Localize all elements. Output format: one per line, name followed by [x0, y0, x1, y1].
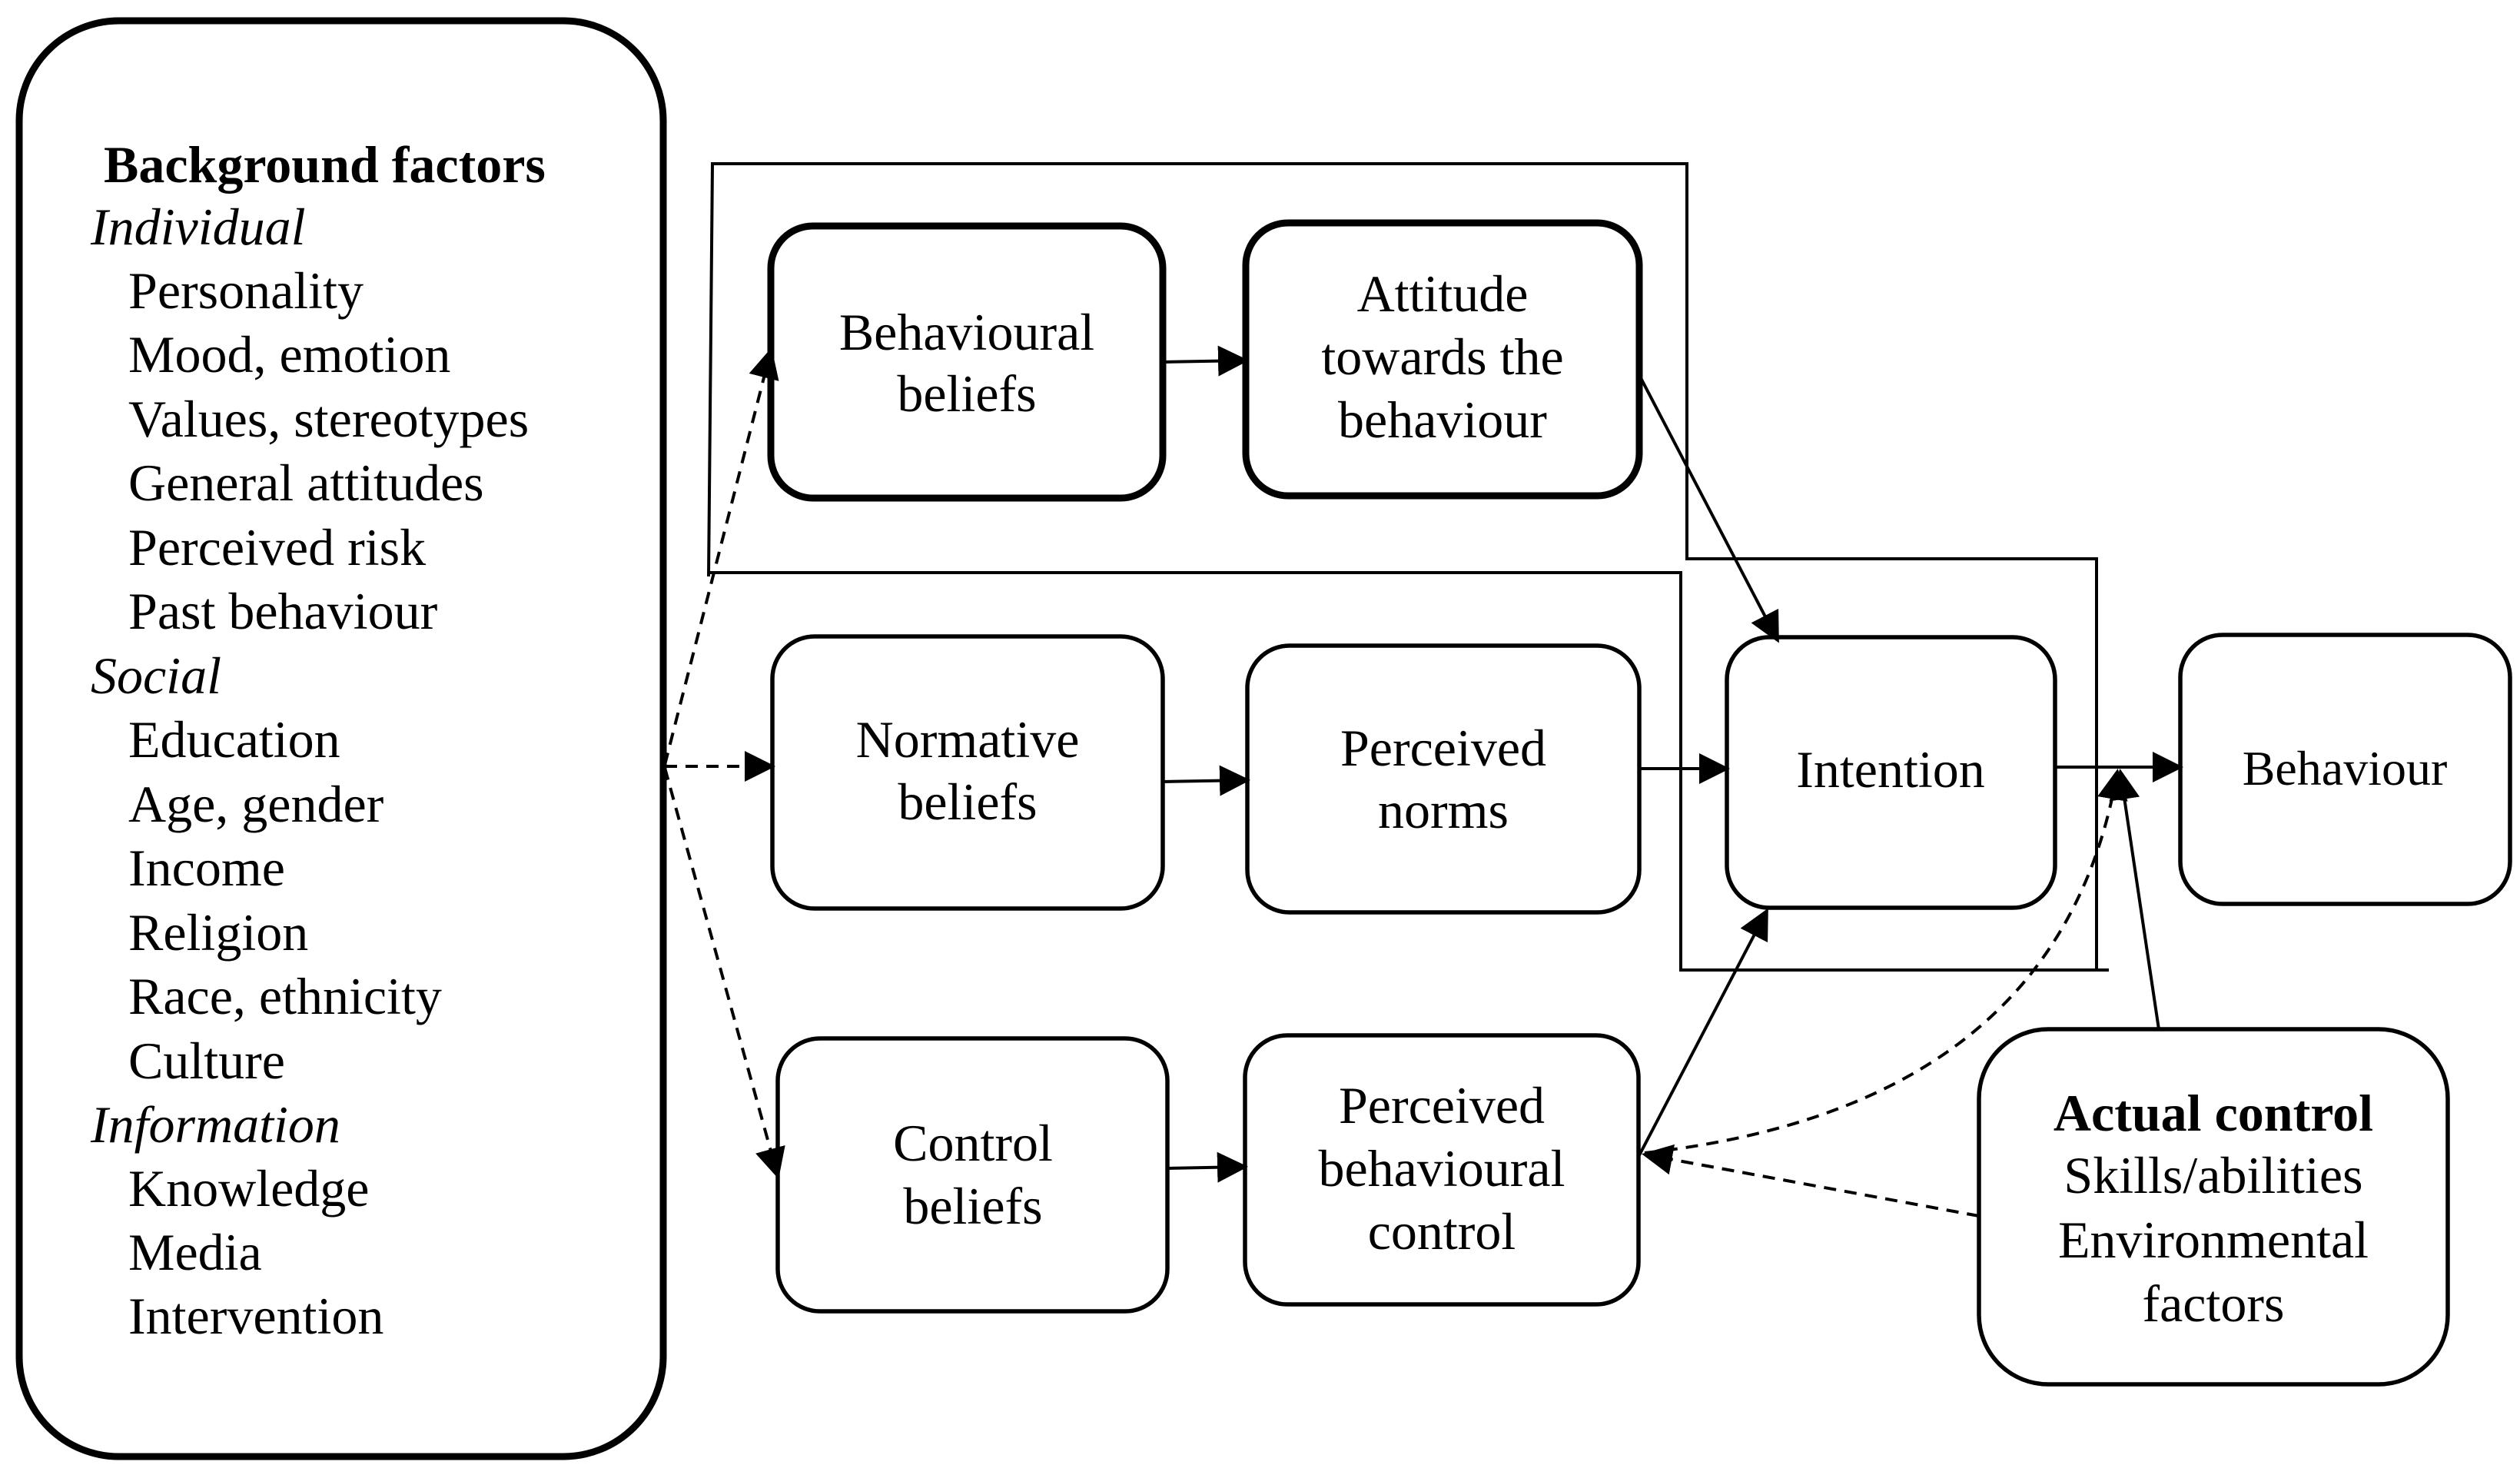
actual-control-title: Actual control [2054, 1084, 2373, 1142]
factor-perceived-risk: Perceived risk [128, 518, 426, 576]
perceived-norms-label-2: norms [1378, 781, 1509, 839]
attitude-label-1: Attitude [1357, 264, 1529, 323]
actual-control-line-3: factors [2142, 1274, 2284, 1333]
behaviour-label: Behaviour [2243, 741, 2448, 796]
factor-culture: Culture [128, 1032, 285, 1090]
behavioural-beliefs-label-2: beliefs [897, 364, 1036, 423]
arrow-normative-beliefs-to-norms [1162, 765, 1250, 796]
factor-mood-emotion: Mood, emotion [128, 325, 450, 384]
attitude-label-3: behaviour [1338, 390, 1547, 449]
pbc-label-1: Perceived [1339, 1076, 1545, 1134]
factor-income: Income [128, 839, 285, 897]
factor-intervention: Intervention [128, 1287, 383, 1345]
group-heading-social: Social [91, 646, 221, 705]
control-beliefs-label-1: Control [893, 1114, 1053, 1172]
factor-media: Media [128, 1223, 262, 1281]
actual-control-line-2: Environmental [2058, 1211, 2369, 1269]
arrow-bg-to-behavioural-beliefs [663, 347, 779, 766]
perceived-norms-box [1245, 643, 1642, 915]
intention-label: Intention [1796, 740, 1985, 799]
factor-past-behaviour: Past behaviour [128, 582, 438, 640]
background-factors-title: Background factors [104, 135, 546, 194]
normative-beliefs-label-1: Normative [856, 710, 1080, 769]
behavioural-beliefs-box [767, 222, 1167, 502]
group-heading-individual: Individual [90, 198, 306, 256]
normative-beliefs-label-2: beliefs [898, 772, 1037, 831]
factor-age-gender: Age, gender [128, 775, 384, 833]
actual-control-box [1977, 1027, 2450, 1387]
arrow-actual-control-to-pbc [1642, 1144, 1980, 1218]
arrow-behavioural-beliefs-to-attitude [1162, 345, 1249, 377]
factor-knowledge: Knowledge [128, 1159, 369, 1218]
attitude-group-outline [707, 162, 2098, 968]
pbc-label-3: control [1368, 1202, 1516, 1261]
factor-race-ethnicity: Race, ethnicity [128, 967, 442, 1025]
norms-group-outline [709, 571, 2109, 972]
factor-values-stereotypes: Values, stereotypes [128, 390, 529, 448]
attitude-label-2: towards the [1321, 327, 1563, 386]
arrow-pbc-to-intention-behaviour-link [1644, 769, 2128, 1154]
actual-control-line-1: Skills/abilities [2063, 1146, 2362, 1204]
group-heading-information: Information [90, 1095, 340, 1154]
perceived-norms-label-1: Perceived [1340, 719, 1546, 777]
arrow-attitude-to-intention [1638, 374, 1779, 643]
factor-general-attitudes: General attitudes [128, 453, 484, 512]
arrow-control-beliefs-to-pbc [1167, 1151, 1248, 1183]
behavioural-beliefs-label-1: Behavioural [839, 303, 1094, 361]
arrow-bg-to-control-beliefs [663, 767, 785, 1179]
control-beliefs-box [775, 1036, 1170, 1314]
pbc-label-2: behavioural [1319, 1139, 1565, 1198]
arrow-pbc-to-intention [1638, 908, 1768, 1156]
arrow-actual-control-to-behaviour-link [2109, 769, 2160, 1030]
factor-education: Education [128, 710, 340, 769]
factor-personality: Personality [128, 261, 364, 320]
background-factors-box [15, 17, 667, 1460]
factor-religion: Religion [128, 903, 308, 962]
control-beliefs-label-2: beliefs [903, 1177, 1042, 1235]
